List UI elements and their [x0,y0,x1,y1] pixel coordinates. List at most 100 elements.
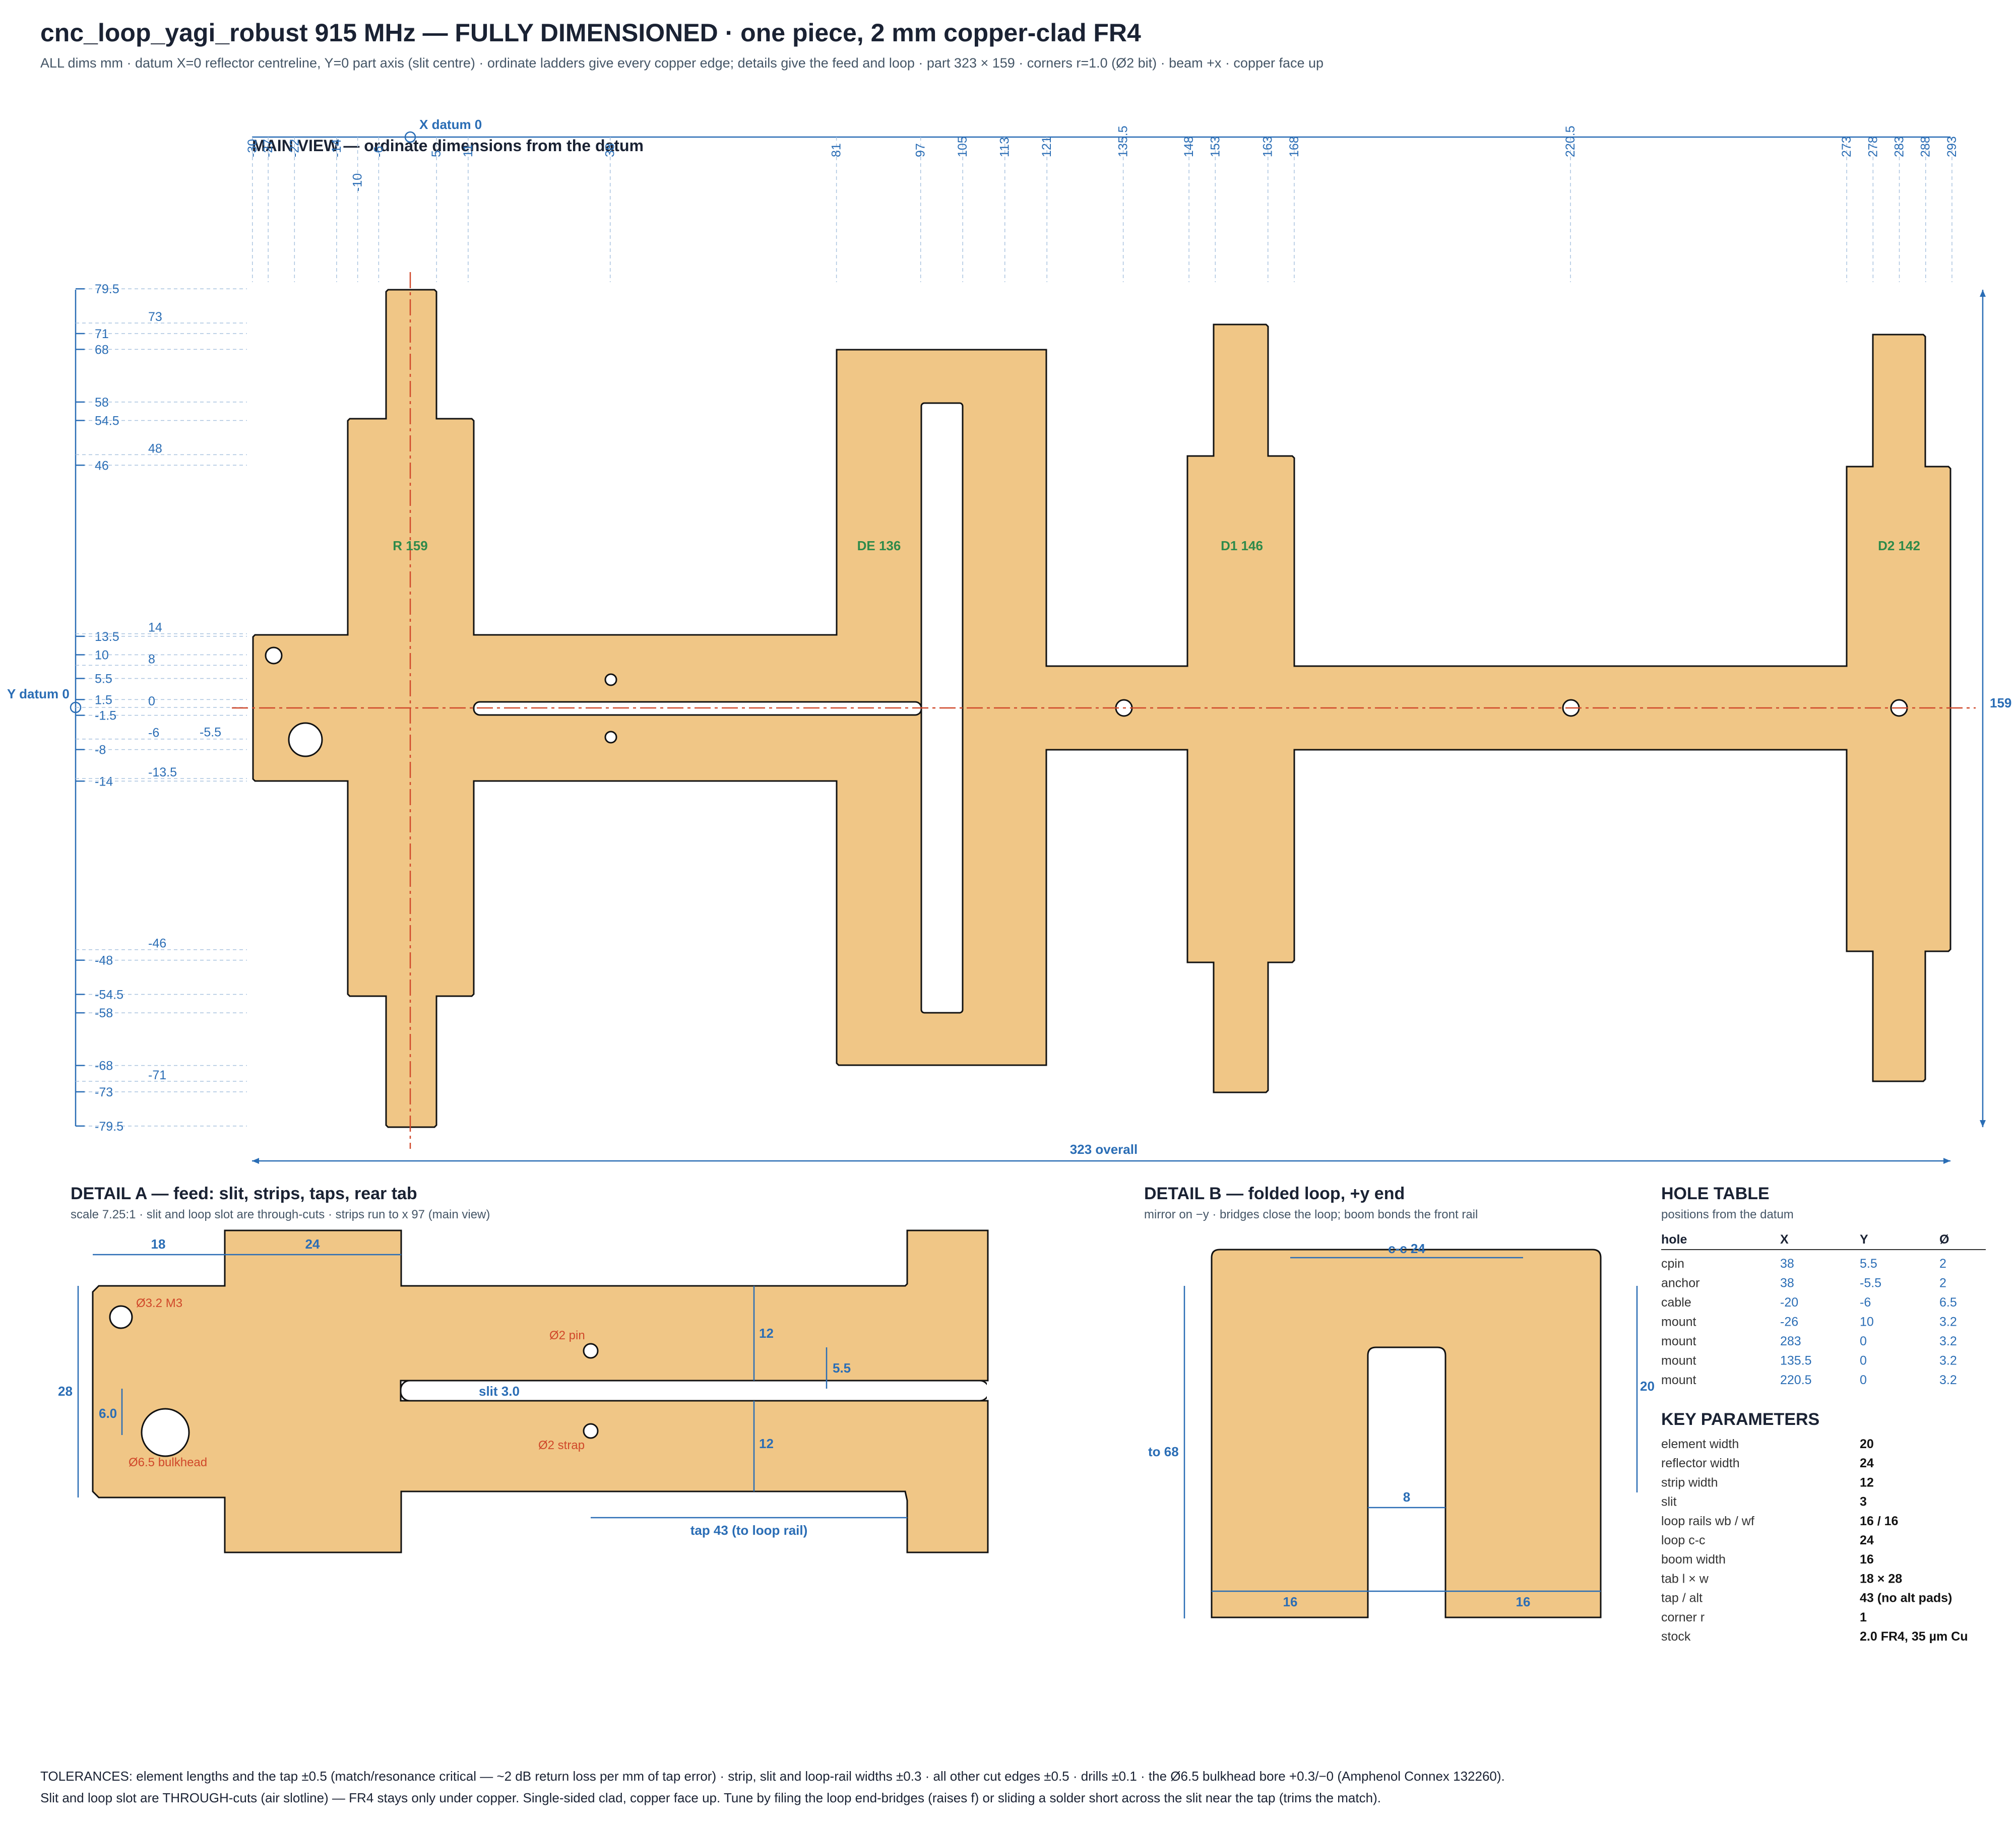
x-ordinate-label: 273 [1840,136,1854,157]
y-ordinate-label: -13.5 [148,765,177,779]
x-ordinate-label: 220.5 [1563,125,1578,157]
y-ordinate-label: 10 [95,648,109,663]
y-ordinate-label: -8 [95,743,106,757]
overall-height-arrow-top [1980,290,1986,297]
hole-table-cell: mount [1661,1315,1696,1329]
detail-a-tap-label: tap 43 (to loop rail) [690,1523,808,1538]
x-ordinate-label: 168 [1287,136,1301,157]
hole-table-cell: 3.2 [1939,1315,1957,1329]
key-parameter-value: 16 / 16 [1860,1514,1898,1528]
y-ordinate-label: 1.5 [95,693,112,707]
y-ordinate-label: 54.5 [95,414,119,428]
detail-a-pin-hole [583,1343,599,1359]
overall-height-label: 159 [1990,695,2011,710]
y-ordinate-label: -48 [95,954,113,968]
y-ordinate-label: 8 [148,652,155,666]
hole-table-cell: 0 [1860,1334,1867,1348]
hole-table-cell: 283 [1780,1334,1801,1348]
y-ordinate-label: 71 [95,327,109,341]
tolerances-line-1: TOLERANCES: element lengths and the tap … [40,1769,1505,1784]
page-title: cnc_loop_yagi_robust 915 MHz — FULLY DIM… [40,19,1141,47]
tolerances-line-2: Slit and loop slot are THROUGH-cuts (air… [40,1790,1381,1805]
key-parameter-value: 20 [1860,1437,1874,1451]
detail-a-strap-label: Ø2 strap [538,1439,585,1452]
key-parameter-value: 12 [1860,1475,1874,1489]
hole-table-cell: mount [1661,1354,1696,1368]
key-parameter-name: stock [1661,1630,1691,1644]
y-ordinate-label: -5.5 [200,725,221,739]
x-ordinate-label: -14 [330,139,344,157]
x-ordinate-label: 105 [956,136,970,157]
detail-b-copper-outline [1211,1249,1602,1618]
hole-table-cell: 38 [1780,1257,1794,1271]
page-subtitle: ALL dims mm · datum X=0 reflector centre… [40,55,1324,71]
y-ordinate-label: -54.5 [95,988,123,1002]
x-ordinate-label: 293 [1945,136,1959,157]
overall-length-arrow-right [1943,1158,1950,1164]
key-parameter-value: 43 (no alt pads) [1860,1591,1952,1605]
detail-b-rail-right-label: 16 [1516,1594,1531,1609]
x-ordinate-label: 288 [1919,136,1933,157]
key-parameter-name: tab l × w [1661,1572,1709,1586]
detail-b-note: mirror on −y · bridges close the loop; b… [1144,1208,1478,1221]
hole-table-cell: mount [1661,1373,1696,1387]
key-parameter-name: element width [1661,1437,1739,1451]
element-label-director1: D1 146 [1221,538,1263,553]
key-parameter-name: loop c-c [1661,1533,1706,1547]
key-parameter-value: 18 × 28 [1860,1572,1902,1586]
detail-b: DETAIL B — folded loop, +y end mirror on… [1144,1184,1655,1618]
overall-length-arrow-left [252,1158,259,1164]
y-datum-marker [70,701,82,713]
hole-table: HOLE TABLE positions from the datum hole… [1661,1184,1986,1387]
x-ordinate-label: -27 [261,139,275,157]
hole-table-cell: 6.5 [1939,1295,1957,1310]
main-view-title: MAIN VIEW — ordinate dimensions from the… [252,137,644,155]
x-ordinate-label: 121 [1040,136,1054,157]
hole-table-cell: -5.5 [1860,1276,1881,1290]
x-datum-marker [404,131,416,143]
overall-height-arrow-bottom [1980,1120,1986,1127]
key-parameter-value: 1 [1860,1610,1867,1624]
key-parameter-value: 3 [1860,1495,1867,1509]
detail-b-rail-left-label: 16 [1283,1594,1298,1609]
key-parameter-value: 24 [1860,1533,1874,1547]
key-parameter-value: 16 [1860,1552,1874,1567]
x-ordinate-label: 38 [603,143,617,157]
detail-a-strip-bottom: 12 [759,1436,774,1451]
x-ordinate-label: 153 [1208,136,1222,157]
antenna-copper-outline [252,289,1951,1128]
detail-a-title: DETAIL A — feed: slit, strips, taps, rea… [71,1184,417,1203]
y-ordinate-label: 73 [148,310,162,324]
x-ordinate-label: 113 [998,137,1012,157]
y-ordinate-label: -6 [148,726,159,740]
detail-a-slit-label: slit 3.0 [479,1384,520,1399]
x-ordinate-label: 278 [1866,136,1880,157]
y-ordinate-label: -1.5 [95,709,116,723]
hole-table-cell: 0 [1860,1373,1867,1387]
cable-bulkhead-hole [288,722,323,757]
detail-a-tab-height: 28 [58,1384,73,1399]
y-ordinate-label: 79.5 [95,282,119,296]
element-label-reflector: R 159 [393,538,427,553]
key-parameter-name: slit [1661,1495,1677,1509]
hole-table-cell: -20 [1780,1295,1798,1310]
hole-table-cell: anchor [1661,1276,1699,1290]
detail-a-slit-mask [987,1382,991,1400]
y-ordinate-label: 0 [148,694,155,708]
detail-a-strap-hole [583,1423,599,1439]
key-parameter-name: boom width [1661,1552,1726,1567]
hole-table-header: Ø [1939,1232,1949,1247]
detail-b-height-label: to 68 [1148,1444,1179,1459]
overall-length-label: 323 overall [1070,1142,1138,1157]
detail-a-bulkhead-hole [141,1408,190,1457]
hole-table-cell: 3.2 [1939,1334,1957,1348]
hole-table-cell: 2 [1939,1276,1946,1290]
detail-a-note: scale 7.25:1 · slit and loop slot are th… [71,1208,490,1221]
hole-table-cell: 3.2 [1939,1373,1957,1387]
y-ordinate-label: 68 [95,343,109,357]
detail-b-element-label: 20 [1640,1379,1655,1394]
hole-table-cell: 135.5 [1780,1354,1812,1368]
